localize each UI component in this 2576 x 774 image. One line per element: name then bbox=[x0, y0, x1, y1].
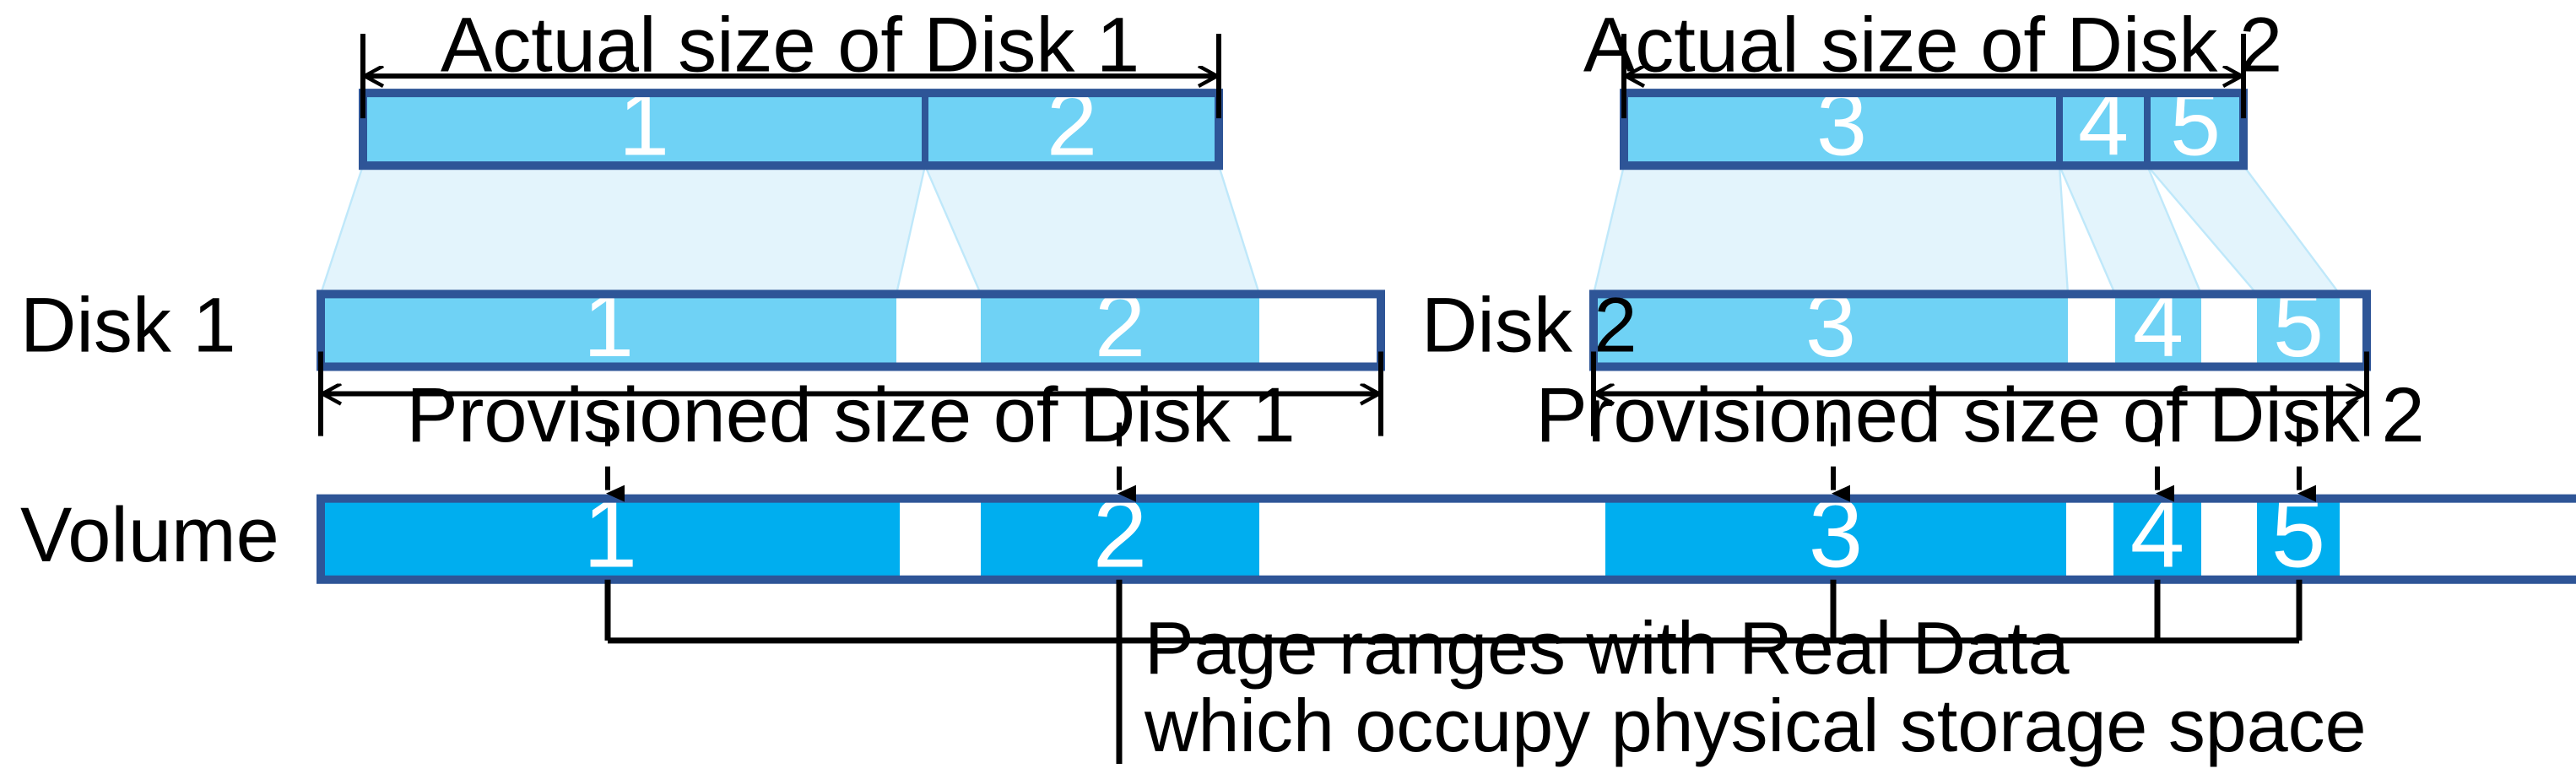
segment-1[interactable] bbox=[363, 93, 925, 166]
segment-5[interactable] bbox=[2257, 498, 2340, 580]
segment-empty-9[interactable] bbox=[2340, 498, 2569, 580]
segment-label-3: 3 bbox=[1805, 273, 1856, 376]
note-line-1: Page ranges with Real Data bbox=[1145, 606, 2070, 690]
segment-empty-3[interactable] bbox=[1259, 294, 1381, 367]
dimension-provisioned-size-disk2 bbox=[1591, 351, 2369, 436]
note-line-2: which occupy physical storage space bbox=[1144, 684, 2367, 767]
segment-label-2: 2 bbox=[1095, 273, 1145, 376]
segment-label-5: 5 bbox=[2273, 273, 2324, 376]
segment-empty-5[interactable] bbox=[2340, 294, 2367, 367]
mapping-arrows bbox=[605, 422, 2316, 502]
dimension-label-provisioned-size-disk2: Provisioned size of Disk 2 bbox=[1535, 371, 2424, 458]
segment-1[interactable] bbox=[321, 498, 900, 580]
segment-1[interactable] bbox=[321, 294, 896, 367]
segment-empty-3[interactable] bbox=[2201, 294, 2257, 367]
segment-4[interactable] bbox=[2113, 498, 2201, 580]
segment-empty-1[interactable] bbox=[2068, 294, 2115, 367]
segment-empty-3[interactable] bbox=[1259, 498, 1605, 580]
row-label-disk1: Disk 1 bbox=[20, 282, 236, 369]
segment-5[interactable] bbox=[2257, 294, 2340, 367]
segment-5[interactable] bbox=[2147, 93, 2243, 166]
dimension-label-provisioned-size-disk1: Provisioned size of Disk 1 bbox=[406, 371, 1295, 458]
segment-4[interactable] bbox=[2059, 93, 2147, 166]
segment-2[interactable] bbox=[981, 294, 1259, 367]
segment-label-1: 1 bbox=[583, 273, 634, 376]
dimension-label-actual-size-disk2: Actual size of Disk 2 bbox=[1583, 1, 2282, 88]
segment-empty-1[interactable] bbox=[896, 294, 981, 367]
segment-empty-5[interactable] bbox=[2066, 498, 2113, 580]
bar-outline-volume bbox=[317, 494, 2576, 584]
dimension-actual-size-disk1 bbox=[360, 34, 1221, 119]
bar-outline-provisioned-disk2 bbox=[1589, 290, 2371, 371]
connector-2 bbox=[923, 165, 1261, 295]
segment-3[interactable] bbox=[1624, 93, 2059, 166]
segment-empty-7[interactable] bbox=[2201, 498, 2257, 580]
bar-outline-actual-disk1 bbox=[359, 89, 1223, 170]
connector-funnels bbox=[319, 165, 2342, 295]
row-label-volume: Volume bbox=[20, 491, 279, 578]
segment-empty-1[interactable] bbox=[900, 498, 981, 580]
segment-2[interactable] bbox=[981, 498, 1259, 580]
bar-outline-provisioned-disk1 bbox=[317, 290, 1385, 371]
segment-3[interactable] bbox=[1605, 498, 2066, 580]
row-label-disk2: Disk 2 bbox=[1421, 282, 1637, 369]
dimension-provisioned-size-disk1 bbox=[318, 351, 1383, 436]
bar-outline-actual-disk2 bbox=[1620, 89, 2248, 170]
dimension-label-actual-size-disk1: Actual size of Disk 1 bbox=[441, 1, 1139, 88]
dimension-actual-size-disk2 bbox=[1621, 34, 2246, 119]
segment-4[interactable] bbox=[2115, 294, 2201, 367]
segment-2[interactable] bbox=[925, 93, 1219, 166]
segment-3[interactable] bbox=[1594, 294, 2068, 367]
segment-label-4: 4 bbox=[2133, 273, 2184, 376]
dimension-lines bbox=[318, 34, 2369, 436]
real-data-bracket bbox=[604, 579, 2303, 764]
text-layer: Actual size of Disk 1 Actual size of Disk… bbox=[20, 1, 2425, 767]
